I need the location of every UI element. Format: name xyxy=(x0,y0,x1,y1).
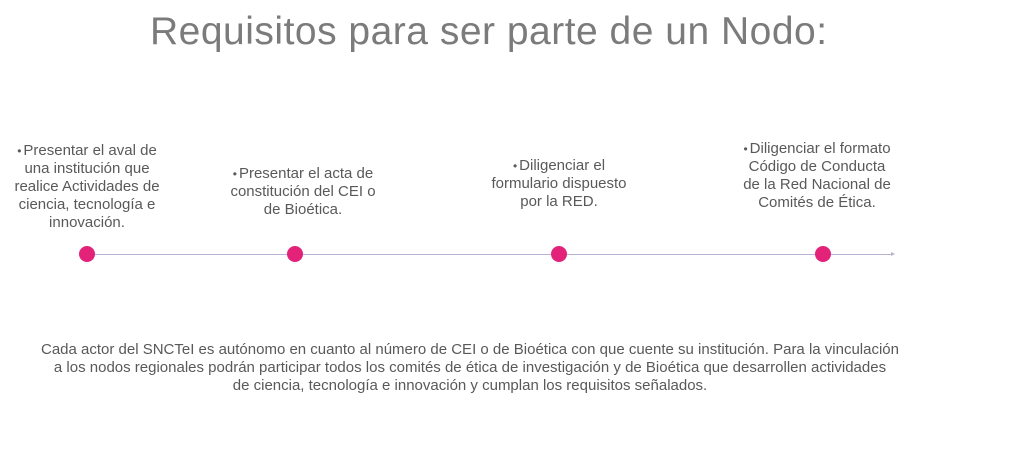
step-1-text: •Presentar el aval de una institución qu… xyxy=(6,142,168,232)
step-1-line-4: ciencia, tecnología e xyxy=(18,196,156,213)
step-3-text: •Diligenciar el formulario dispuesto por… xyxy=(478,157,640,211)
footer-line-1: Cada actor del SNCTeI es autónomo en cua… xyxy=(40,341,899,358)
step-4-line-1: •Diligenciar el formato xyxy=(743,140,891,157)
step-4-line-2: Código de Conducta xyxy=(748,158,886,175)
step-4-text: •Diligenciar el formato Código de Conduc… xyxy=(726,140,908,212)
footer-line-2: a los nodos regionales podrán participar… xyxy=(53,359,887,376)
footer-paragraph: Cada actor del SNCTeI es autónomo en cua… xyxy=(20,341,920,395)
step-4-line-3: de la Red Nacional de xyxy=(743,176,891,193)
step-2-line-1: •Presentar el acta de xyxy=(232,165,374,182)
step-1-line-3: realice Actividades de xyxy=(14,178,160,195)
step-3-line-3: por la RED. xyxy=(520,193,598,210)
step-2-line-3: de Bioética. xyxy=(263,201,343,218)
bullet-icon: • xyxy=(17,144,22,158)
step-2-text: •Presentar el acta de constitución del C… xyxy=(218,165,388,219)
timeline-dot-4 xyxy=(815,246,831,262)
timeline-dot-1 xyxy=(79,246,95,262)
timeline-line xyxy=(87,254,893,255)
bullet-icon: • xyxy=(512,159,518,173)
step-1-line-2: una institución que xyxy=(24,160,150,177)
step-3-line-2: formulario dispuesto xyxy=(491,175,627,192)
step-1-line-5: innovación. xyxy=(49,214,125,231)
step-3-line-1: •Diligenciar el xyxy=(512,157,606,174)
timeline-dot-2 xyxy=(287,246,303,262)
timeline-dot-3 xyxy=(551,246,567,262)
step-1-line-1: •Presentar el aval de xyxy=(17,142,157,159)
step-2-line-2: constitución del CEI o xyxy=(230,183,376,200)
bullet-icon: • xyxy=(743,142,748,156)
footer-line-3: de ciencia, tecnología e innovación y cu… xyxy=(232,377,708,394)
step-4-line-4: Comités de Ética. xyxy=(758,194,876,211)
page-title: Requisitos para ser parte de un Nodo: xyxy=(150,10,828,53)
timeline-arrow-icon xyxy=(891,252,895,256)
bullet-icon: • xyxy=(232,167,237,181)
